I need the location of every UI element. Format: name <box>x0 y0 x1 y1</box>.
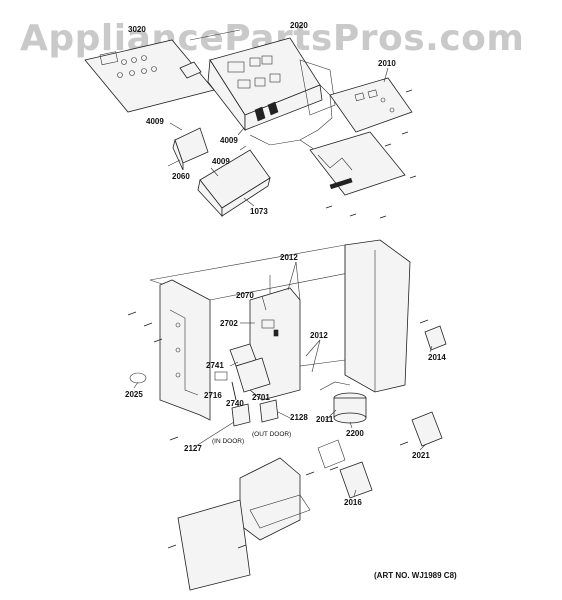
label-2025: 2025 <box>125 390 143 399</box>
label-2012-a: 2012 <box>280 253 298 262</box>
switch-2127 <box>231 403 251 427</box>
cover-1073 <box>197 149 271 218</box>
label-2012-b: 2012 <box>310 331 328 340</box>
label-2702: 2702 <box>220 319 238 328</box>
label-4009-b: 4009 <box>220 136 238 145</box>
label-2060: 2060 <box>172 172 190 181</box>
label-1073: 1073 <box>250 207 268 216</box>
control-housing <box>207 37 336 132</box>
label-2021: 2021 <box>412 451 430 460</box>
knob-plate <box>179 61 202 79</box>
art-number: (ART NO. WJ1989 C8) <box>374 571 457 580</box>
control-board <box>309 77 413 196</box>
screws-top <box>325 89 417 219</box>
label-2014: 2014 <box>428 353 446 362</box>
side-bracket <box>159 279 211 421</box>
label-2701: 2701 <box>252 393 270 402</box>
part-2014 <box>424 325 447 351</box>
lower-box <box>177 457 311 591</box>
part-2025 <box>129 372 147 384</box>
relay-group <box>214 343 271 401</box>
label-2740: 2740 <box>226 399 244 408</box>
capacitor-2200 <box>319 381 367 424</box>
screws-bottom <box>127 311 429 549</box>
transformer-2021 <box>411 411 443 447</box>
label-2716: 2716 <box>204 391 222 400</box>
label-2741: 2741 <box>206 361 224 370</box>
switch-2128 <box>259 399 279 423</box>
label-2070: 2070 <box>236 291 254 300</box>
label-2200: 2200 <box>346 429 364 438</box>
label-2127: 2127 <box>184 444 202 453</box>
label-4009-a: 4009 <box>146 117 164 126</box>
label-4009-c: 4009 <box>212 157 230 166</box>
bracket-2060 <box>172 127 209 171</box>
part-2016 <box>317 439 373 499</box>
label-2128: 2128 <box>290 413 308 422</box>
label-2010: 2010 <box>378 59 396 68</box>
label-out-door: (OUT DOOR) <box>252 431 291 438</box>
label-3020: 3020 <box>128 25 146 34</box>
label-2016: 2016 <box>344 498 362 507</box>
label-2020: 2020 <box>290 21 308 30</box>
label-in-door: (IN DOOR) <box>212 438 244 445</box>
label-2011: 2011 <box>316 415 334 424</box>
